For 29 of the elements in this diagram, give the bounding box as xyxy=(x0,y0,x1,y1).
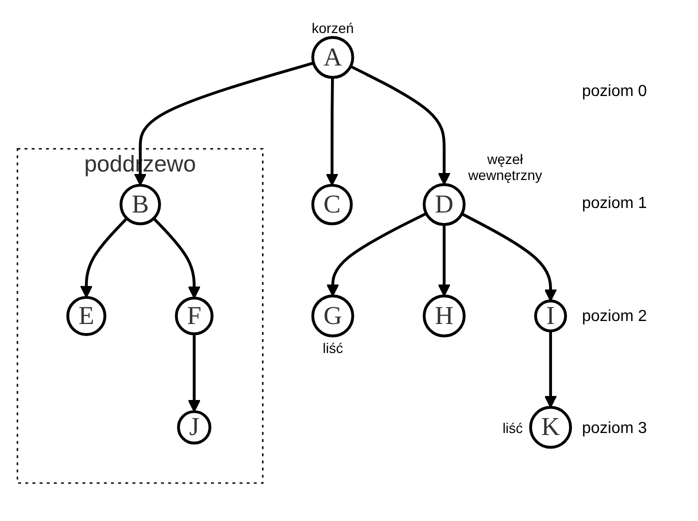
node-circle xyxy=(120,184,161,226)
level-label: poziom 1 xyxy=(582,195,648,214)
arrow xyxy=(134,62,314,186)
level-label: poziom 3 xyxy=(582,420,648,438)
arrow xyxy=(326,78,338,186)
node-circle xyxy=(177,410,212,445)
level-label: poziom 0 xyxy=(582,83,648,102)
node-circle xyxy=(311,184,353,226)
arrow xyxy=(80,218,128,298)
arrow xyxy=(326,212,427,297)
node-caption: liść xyxy=(502,420,523,436)
node-circle xyxy=(422,183,466,226)
arrow xyxy=(438,224,450,297)
node-caption: liść xyxy=(322,340,343,356)
node-caption: węzeł wewnętrzny xyxy=(467,150,544,183)
node-circle xyxy=(422,294,466,338)
arrow xyxy=(544,331,557,408)
node-circle xyxy=(534,300,567,333)
level-label: poziom 2 xyxy=(582,308,648,326)
node-circle xyxy=(66,296,106,336)
arrow xyxy=(350,65,450,186)
arrow xyxy=(188,334,200,412)
node-circle xyxy=(529,406,572,450)
node-circle xyxy=(311,294,354,338)
node-circle xyxy=(174,296,214,336)
arrow xyxy=(152,218,200,299)
arrow xyxy=(461,212,557,302)
node-circle xyxy=(311,36,354,80)
node-caption: korzeń xyxy=(312,20,354,36)
